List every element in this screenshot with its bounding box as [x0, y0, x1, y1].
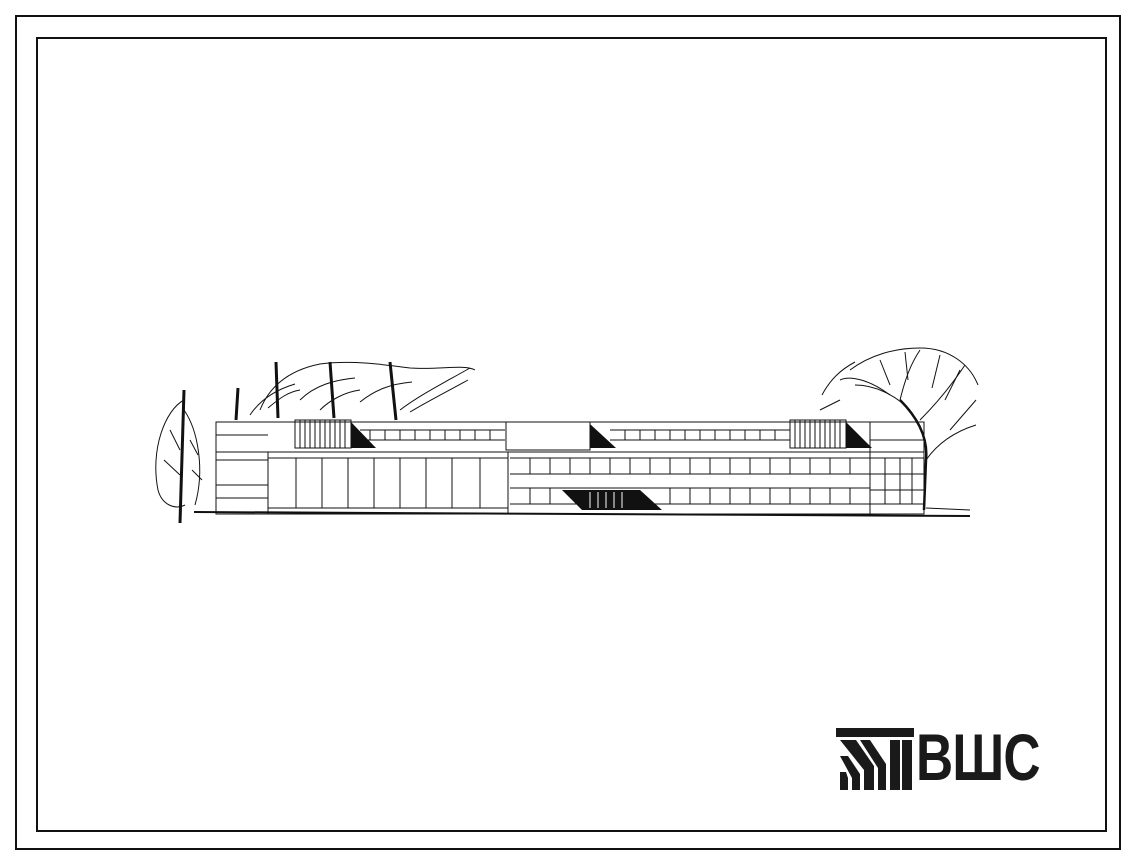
right-wing-window-mullions [529, 458, 851, 504]
inner-border [36, 37, 1107, 832]
logo-text: ВШС [916, 720, 1041, 794]
background-trees-drawing [249, 361, 476, 421]
shadow-wedges [351, 422, 872, 510]
publisher-logo: ВШС [834, 720, 1074, 794]
entrance-stripes [589, 492, 623, 508]
striped-emblem-icon [836, 728, 914, 790]
building-drawing [215, 419, 925, 515]
outer-border [15, 15, 1121, 850]
right-tree-drawing [819, 347, 979, 511]
left-tree-drawing [155, 387, 240, 524]
building-elevation-drawing [155, 347, 979, 524]
